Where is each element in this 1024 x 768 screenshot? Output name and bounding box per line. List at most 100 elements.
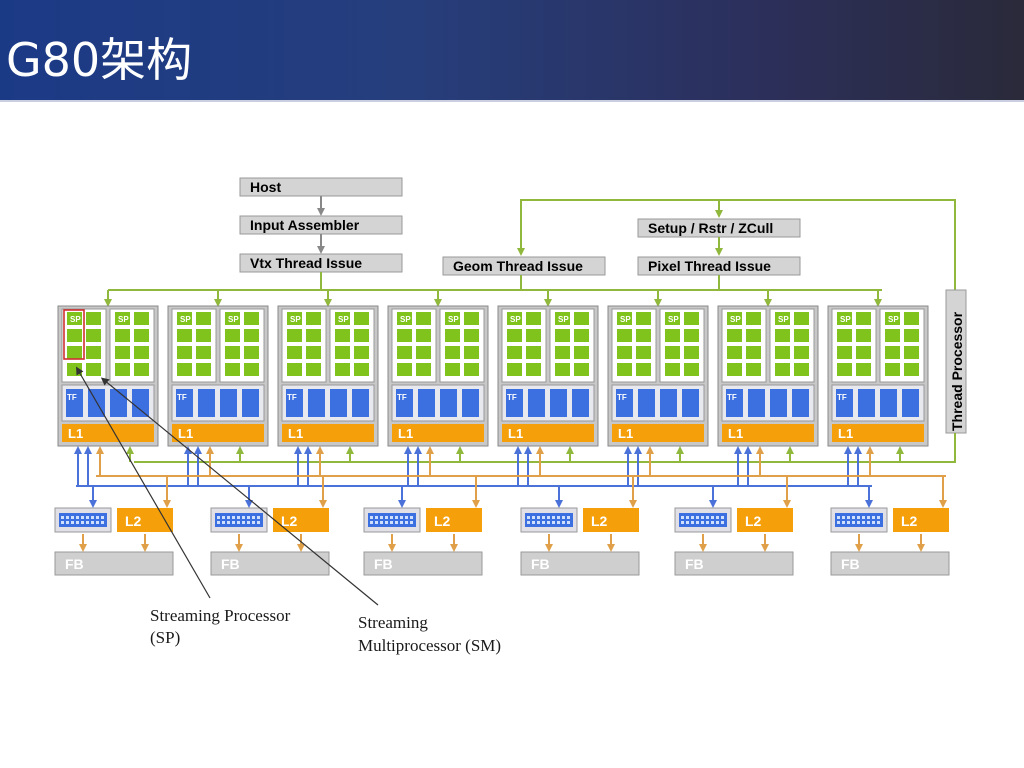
texture-unit [550, 389, 567, 417]
sp-core [885, 363, 900, 376]
sp-core [617, 363, 632, 376]
sp-core [837, 312, 852, 325]
texture-unit [506, 389, 523, 417]
sp-core [746, 363, 761, 376]
sp-core [196, 329, 211, 342]
pixel-thread-issue-box: Pixel Thread Issue [637, 256, 801, 276]
sp-core [416, 329, 431, 342]
texture-unit [132, 389, 149, 417]
sp-core [885, 329, 900, 342]
sp-label: SP [338, 315, 349, 324]
frame-buffer [674, 551, 794, 576]
tf-label: TF [727, 393, 737, 402]
frame-buffer [54, 551, 174, 576]
streaming-multiprocessor: SP [109, 308, 155, 383]
streaming-multiprocessor: SP [879, 308, 925, 383]
sp-core [856, 312, 871, 325]
sp-core [574, 346, 589, 359]
sp-core [177, 312, 192, 325]
l1-cache [282, 424, 374, 442]
tf-label: TF [507, 393, 517, 402]
l1-label: L1 [68, 426, 83, 441]
sp-core [335, 329, 350, 342]
sp-core [746, 312, 761, 325]
sp-core [727, 312, 742, 325]
sp-core [196, 363, 211, 376]
sp-core [244, 346, 259, 359]
sp-core [177, 329, 192, 342]
sp-core [397, 363, 412, 376]
thread-processor-label: Thread Processor [949, 311, 965, 431]
sp-core [115, 363, 130, 376]
sp-label: SP [400, 315, 411, 324]
sp-core [904, 312, 919, 325]
annotation-sm-line2: Multiprocessor (SM) [358, 636, 501, 655]
sp-core [115, 312, 130, 325]
texture-unit [286, 389, 303, 417]
vtx-thread-issue-label: Vtx Thread Issue [250, 255, 362, 271]
texture-unit [792, 389, 809, 417]
sp-label: SP [70, 315, 81, 324]
sp-core [115, 346, 130, 359]
sp-label: SP [118, 315, 129, 324]
sp-core [904, 329, 919, 342]
sp-core [134, 363, 149, 376]
sp-core [526, 312, 541, 325]
sp-core [574, 329, 589, 342]
streaming-multiprocessor: SP [501, 308, 547, 383]
l2-label: L2 [745, 513, 762, 529]
l1-label: L1 [728, 426, 743, 441]
sp-core [287, 363, 302, 376]
sp-core [464, 312, 479, 325]
sp-core [306, 329, 321, 342]
rop-unit [679, 513, 727, 527]
streaming-multiprocessor: SP [721, 308, 767, 383]
streaming-multiprocessor: SP [549, 308, 595, 383]
sp-core [617, 312, 632, 325]
texture-unit [660, 389, 677, 417]
sp-core [86, 329, 101, 342]
sp-core [244, 363, 259, 376]
l2-cache [426, 508, 482, 532]
setup-rstr-zcull-box: Setup / Rstr / ZCull [637, 218, 801, 238]
texture-unit [198, 389, 215, 417]
sp-core [397, 329, 412, 342]
sp-core [665, 346, 680, 359]
texture-unit [330, 389, 347, 417]
streaming-multiprocessor: SP [391, 308, 437, 383]
texture-unit [858, 389, 875, 417]
l2-label: L2 [901, 513, 918, 529]
sp-core [177, 363, 192, 376]
l1-label: L1 [178, 426, 193, 441]
texture-unit [880, 389, 897, 417]
fb-label: FB [374, 556, 393, 572]
sp-core [134, 329, 149, 342]
streaming-multiprocessor: SP [329, 308, 375, 383]
sp-core [555, 312, 570, 325]
frame-buffer [210, 551, 330, 576]
l1-label: L1 [288, 426, 303, 441]
texture-unit [352, 389, 369, 417]
l2-cache [117, 508, 173, 532]
texture-unit [836, 389, 853, 417]
sp-core [335, 363, 350, 376]
l2-cache [893, 508, 949, 532]
sp-core [86, 363, 101, 376]
sp-core [617, 329, 632, 342]
sp-core [555, 329, 570, 342]
l2-label: L2 [125, 513, 142, 529]
sp-core [464, 329, 479, 342]
sp-core [67, 329, 82, 342]
l2-cache [273, 508, 329, 532]
texture-unit [528, 389, 545, 417]
l1-cache [392, 424, 484, 442]
host-label: Host [250, 179, 281, 195]
sp-core [416, 312, 431, 325]
